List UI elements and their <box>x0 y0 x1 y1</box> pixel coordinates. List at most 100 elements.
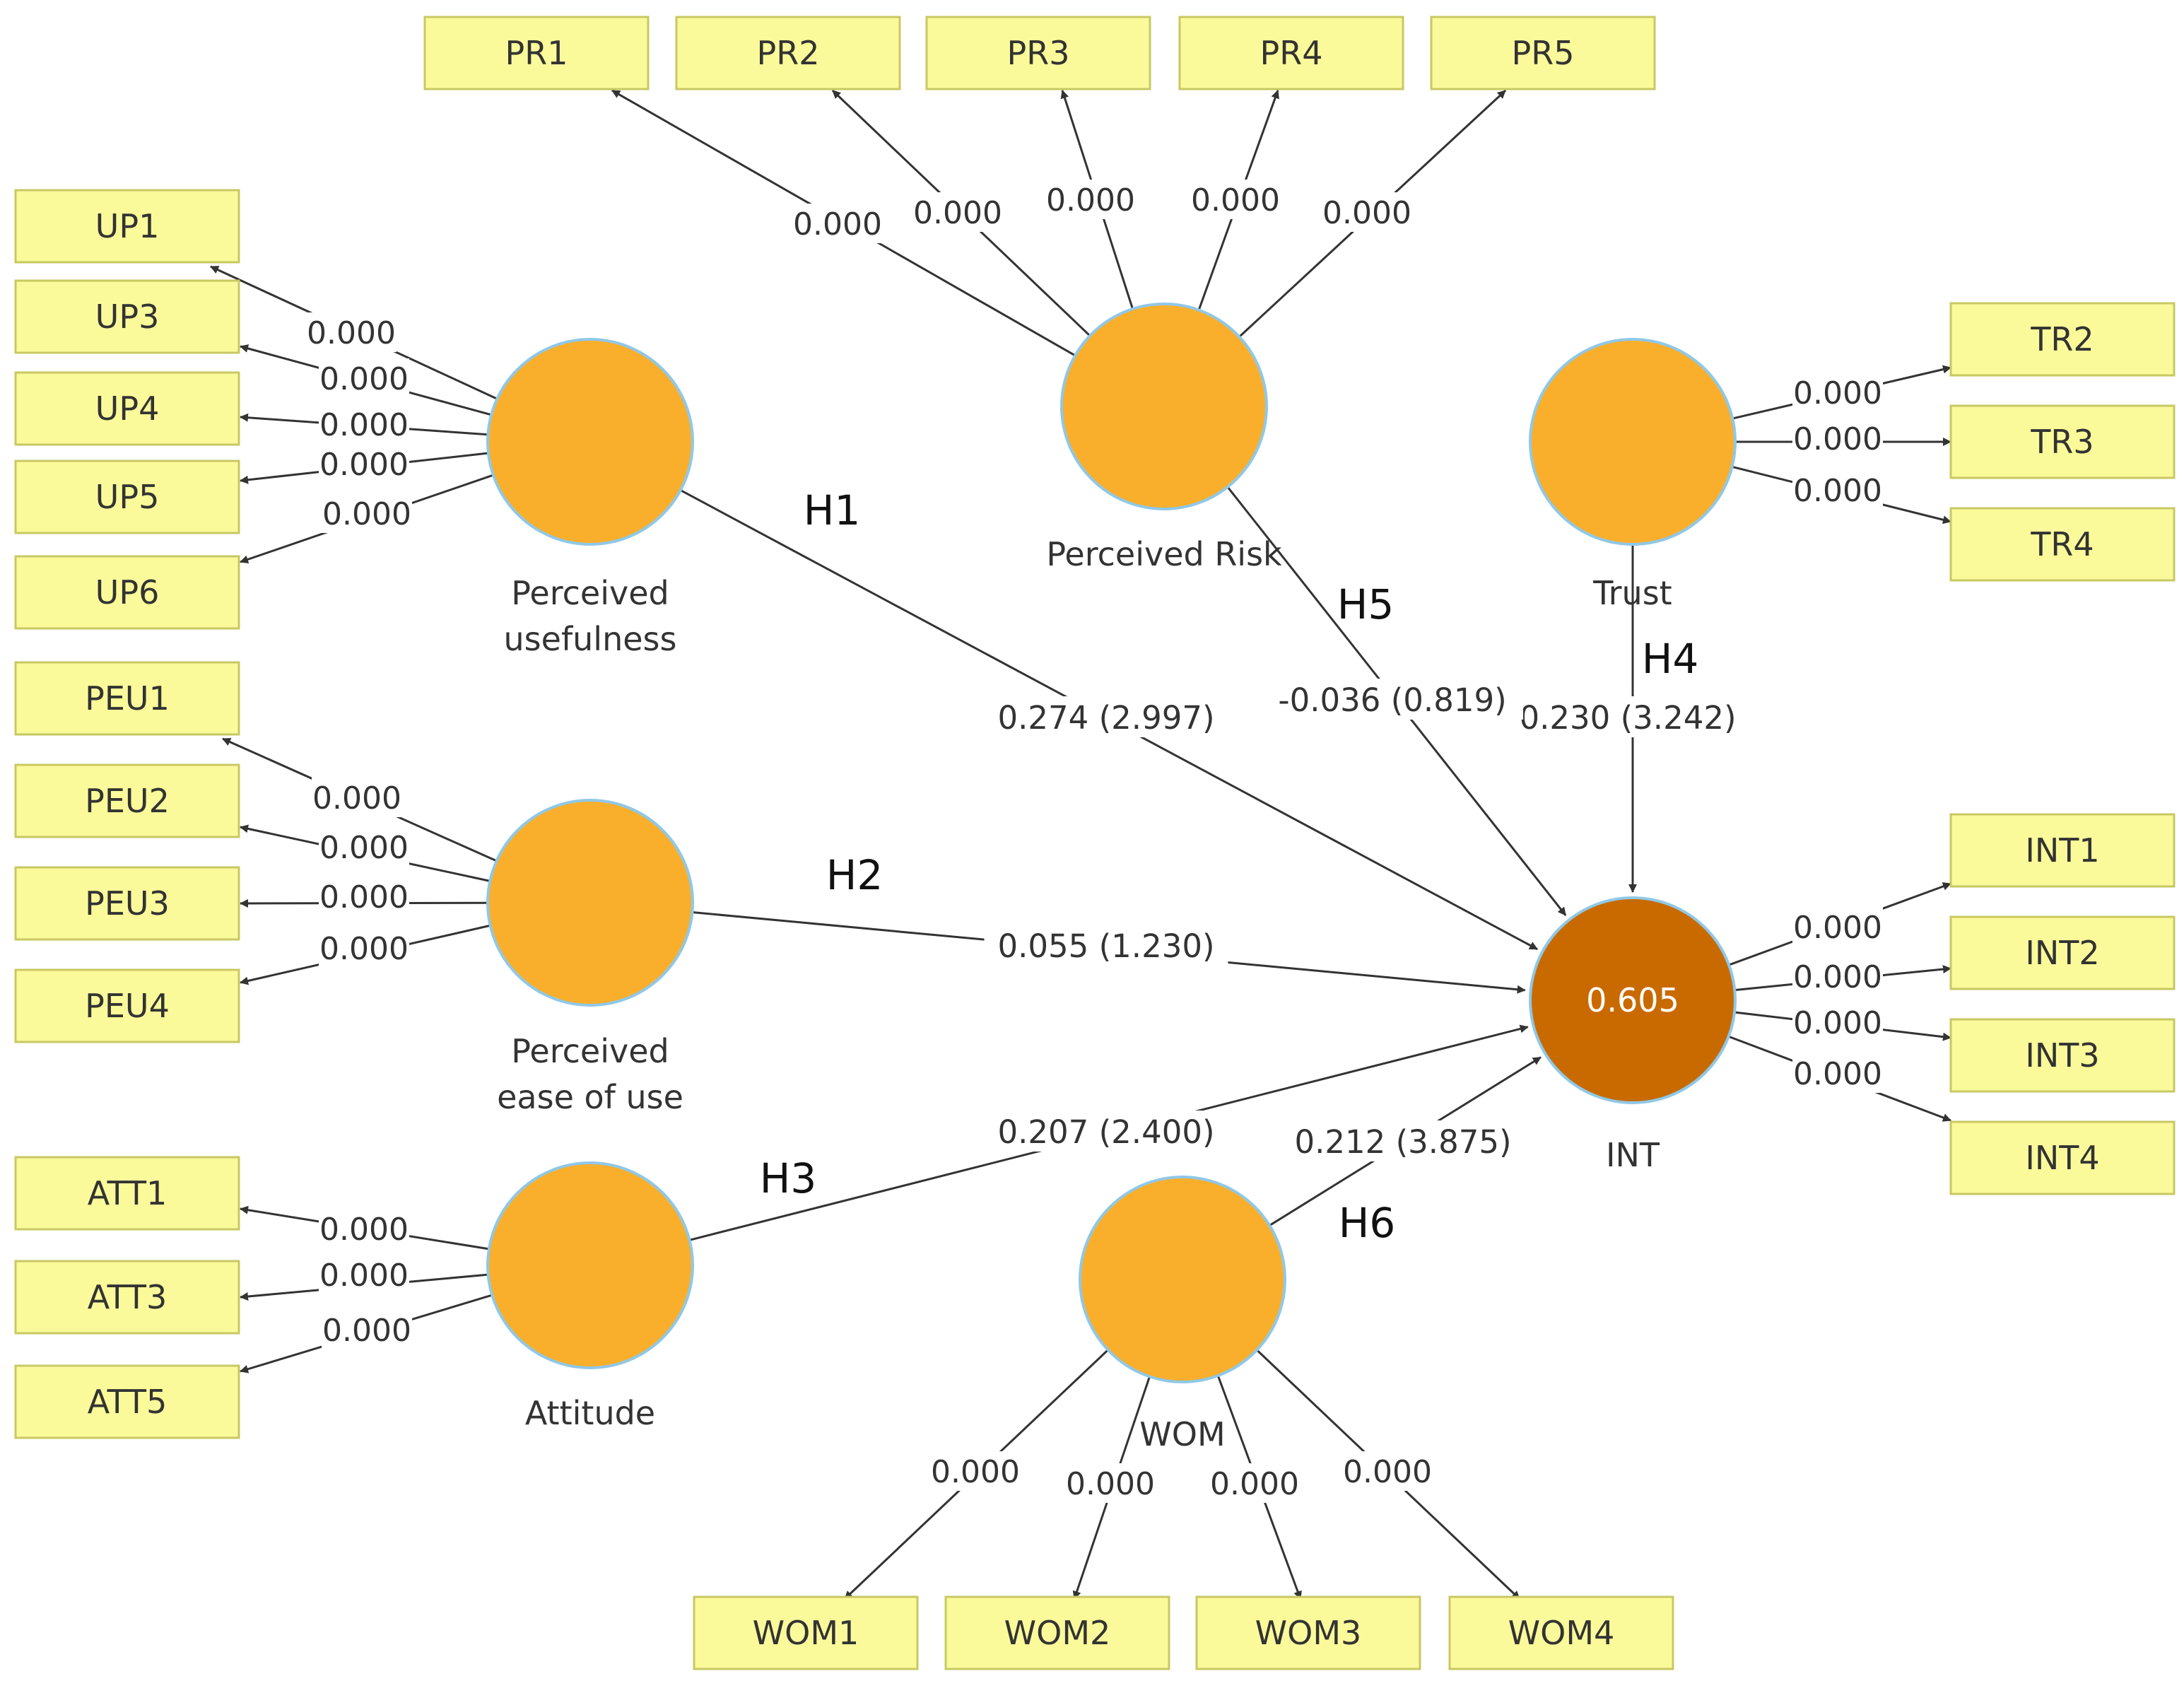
indicator-wom1[interactable]: WOM1 <box>693 1595 919 1670</box>
indicator-box <box>423 16 650 90</box>
indicator-label: PR2 <box>757 34 820 72</box>
indicator-int1[interactable]: INT1 <box>1949 813 2176 888</box>
indicator-label: UP6 <box>95 573 160 611</box>
indicator-box <box>14 661 240 736</box>
indicator-up1[interactable]: UP1 <box>14 189 240 264</box>
loading-label-bg <box>322 1310 412 1349</box>
loading-label-bg <box>1209 1463 1300 1503</box>
indicator-box <box>14 866 240 941</box>
indicator-label: PR3 <box>1007 34 1070 72</box>
indicator-pr4[interactable]: PR4 <box>1178 16 1404 90</box>
indicator-peu4[interactable]: PEU4 <box>14 968 240 1043</box>
indicator-label: WOM2 <box>1004 1614 1111 1652</box>
loading-label-bg <box>1792 1002 1883 1042</box>
indicator-label: PEU3 <box>85 884 170 922</box>
indicator-up6[interactable]: UP6 <box>14 555 240 630</box>
loading-label-bg <box>1190 180 1281 219</box>
indicator-peu2[interactable]: PEU2 <box>14 763 240 838</box>
indicator-label: WOM3 <box>1255 1614 1362 1652</box>
indicator-tr4[interactable]: TR4 <box>1949 507 2176 582</box>
construct-tr[interactable]: Trust <box>1529 338 1737 612</box>
construct-circle <box>1529 338 1737 546</box>
construct-label: WOM <box>1139 1415 1225 1453</box>
indicator-label: ATT3 <box>88 1278 168 1316</box>
loading-label-bg <box>319 1255 409 1294</box>
indicator-tr3[interactable]: TR3 <box>1949 404 2176 479</box>
loading-value-tr4: 0.000 <box>1793 473 1882 509</box>
loading-label-bg <box>912 192 1003 232</box>
loading-label-bg <box>1045 180 1136 219</box>
loading-value-att1: 0.000 <box>319 1212 409 1248</box>
indicator-label: UP4 <box>95 390 160 428</box>
indicator-up5[interactable]: UP5 <box>14 459 240 534</box>
construct-wom[interactable]: WOM <box>1079 1176 1286 1453</box>
indicator-wom2[interactable]: WOM2 <box>944 1595 1170 1670</box>
path-label-bg <box>1281 1120 1525 1161</box>
construct-label: usefulness <box>504 620 677 658</box>
loading-value-pr5: 0.000 <box>1322 195 1411 231</box>
indicator-wom4[interactable]: WOM4 <box>1448 1595 1674 1670</box>
construct-label: INT <box>1606 1136 1660 1174</box>
construct-label: Perceived <box>511 574 669 612</box>
indicator-pr5[interactable]: PR5 <box>1430 16 1656 90</box>
indicator-peu1[interactable]: PEU1 <box>14 661 240 736</box>
construct-int[interactable]: INT 0.605 <box>1529 896 1737 1174</box>
indicator-att5[interactable]: ATT5 <box>14 1364 240 1439</box>
construct-circle <box>1529 896 1737 1104</box>
indicator-box <box>1949 915 2176 990</box>
indicator-box <box>1178 16 1404 90</box>
indicator-box <box>14 555 240 630</box>
indicator-box <box>14 279 240 354</box>
indicator-att1[interactable]: ATT1 <box>14 1156 240 1231</box>
loading-value-wom2: 0.000 <box>1066 1466 1155 1502</box>
indicator-int3[interactable]: INT3 <box>1949 1018 2176 1093</box>
indicator-int4[interactable]: INT4 <box>1949 1120 2176 1195</box>
loading-value-att5: 0.000 <box>322 1313 411 1349</box>
indicator-box <box>14 189 240 264</box>
path-coefficient-h3: 0.207 (2.400) <box>997 1113 1214 1151</box>
indicator-tr2[interactable]: TR2 <box>1949 302 2176 377</box>
loading-value-peu4: 0.000 <box>319 931 409 967</box>
indicator-up3[interactable]: UP3 <box>14 279 240 354</box>
indicator-up4[interactable]: UP4 <box>14 371 240 446</box>
r-squared-value: 0.605 <box>1586 981 1679 1019</box>
loading-label-bg <box>319 928 409 968</box>
indicator-pr3[interactable]: PR3 <box>925 16 1151 90</box>
construct-label: Attitude <box>525 1394 655 1432</box>
loading-label-bg <box>306 312 397 352</box>
construct-att[interactable]: Attitude <box>486 1161 694 1432</box>
hypothesis-label-h5: H5 <box>1337 580 1395 628</box>
construct-pu[interactable]: Perceived usefulness <box>486 338 694 658</box>
path-coefficient-h6: 0.212 (3.875) <box>1294 1123 1511 1161</box>
indicator-box <box>14 459 240 534</box>
loading-label-bg <box>322 493 412 533</box>
indicator-wom3[interactable]: WOM3 <box>1195 1595 1421 1670</box>
path-label-bg <box>1262 679 1523 720</box>
indicator-att3[interactable]: ATT3 <box>14 1260 240 1335</box>
loading-value-up5: 0.000 <box>319 447 409 483</box>
indicator-pr2[interactable]: PR2 <box>675 16 901 90</box>
construct-label: Perceived <box>511 1032 669 1070</box>
loading-value-pr3: 0.000 <box>1046 182 1135 218</box>
path-coefficient-h4: 0.230 (3.242) <box>1519 699 1736 737</box>
loading-value-int1: 0.000 <box>1793 910 1882 946</box>
indicator-box <box>1195 1595 1421 1670</box>
construct-circle <box>486 799 694 1007</box>
indicator-pr1[interactable]: PR1 <box>423 16 650 90</box>
indicator-box <box>14 1260 240 1335</box>
indicator-peu3[interactable]: PEU3 <box>14 866 240 941</box>
indicator-box <box>1949 813 2176 888</box>
loading-label-bg <box>319 877 409 916</box>
loading-label-bg <box>1792 470 1883 510</box>
loading-label-bg <box>930 1451 1021 1491</box>
loading-value-up6: 0.000 <box>322 496 411 532</box>
edge-labels-layer: 0.000 0.000 0.000 0.000 0.000 0.000 0.000 0.000… <box>306 180 1883 1503</box>
loading-value-int3: 0.000 <box>1793 1005 1882 1041</box>
loading-value-wom1: 0.000 <box>931 1454 1020 1490</box>
construct-pr[interactable]: Perceived Risk <box>1046 303 1282 573</box>
indicator-int2[interactable]: INT2 <box>1949 915 2176 990</box>
indicator-label: TR3 <box>2030 423 2094 461</box>
loading-value-tr3: 0.000 <box>1793 421 1882 457</box>
loading-label-bg <box>1792 1053 1883 1093</box>
